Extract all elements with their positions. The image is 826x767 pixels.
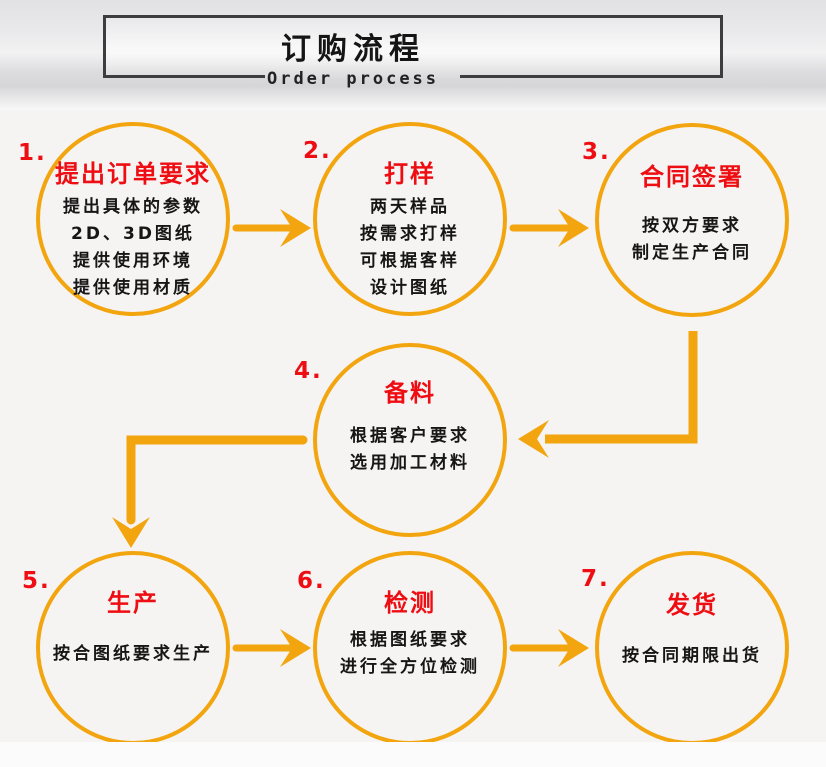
step-1-line: 提出具体的参数 bbox=[63, 197, 203, 217]
step-2-title: 打样 bbox=[384, 160, 436, 188]
arrow-step3-to-step4 bbox=[518, 331, 698, 458]
step-5-title: 生产 bbox=[107, 589, 159, 617]
step-6-circle: 检测 根据图纸要求 进行全方位检测 bbox=[313, 551, 507, 745]
step-3-number: 3. bbox=[582, 139, 611, 165]
step-1-line: 提供使用环境 bbox=[73, 251, 193, 271]
arrow-step5-to-step6 bbox=[232, 629, 311, 667]
step-6-number: 6. bbox=[297, 568, 326, 594]
step-6-title: 检测 bbox=[384, 589, 436, 617]
page-subtitle: Order process bbox=[266, 69, 440, 89]
title-box-border-left-segment bbox=[103, 75, 265, 78]
arrow-step2-to-step3 bbox=[509, 209, 589, 247]
step-2-line: 可根据客样 bbox=[360, 251, 460, 271]
arrow-step6-to-step7 bbox=[509, 629, 589, 667]
step-2-line: 按需求打样 bbox=[360, 224, 460, 244]
step-1-line: 提供使用材质 bbox=[73, 278, 193, 298]
step-3-circle: 合同签署 按双方要求 制定生产合同 bbox=[595, 123, 789, 317]
step-4-circle: 备料 根据客户要求 选用加工材料 bbox=[313, 343, 507, 537]
step-3-line: 按双方要求 bbox=[642, 216, 742, 236]
step-1-number: 1. bbox=[18, 140, 47, 166]
step-5-circle: 生产 按合图纸要求生产 bbox=[36, 551, 230, 745]
step-1-line: 2D、3D图纸 bbox=[71, 224, 195, 244]
step-7-number: 7. bbox=[581, 566, 610, 592]
title-box-border-right-segment bbox=[460, 75, 720, 78]
bottom-white-strip bbox=[0, 742, 826, 767]
step-4-number: 4. bbox=[294, 358, 323, 384]
step-2-line: 两天样品 bbox=[370, 197, 450, 217]
step-6-line: 根据图纸要求 bbox=[350, 630, 470, 650]
step-5-number: 5. bbox=[22, 568, 51, 594]
title-box bbox=[103, 15, 723, 78]
page-title: 订购流程 bbox=[281, 32, 425, 67]
step-4-line: 根据客户要求 bbox=[350, 426, 470, 446]
step-1-title: 提出订单要求 bbox=[55, 160, 211, 188]
step-3-title: 合同签署 bbox=[640, 163, 744, 191]
step-4-line: 选用加工材料 bbox=[350, 453, 470, 473]
arrow-step1-to-step2 bbox=[232, 209, 311, 247]
step-7-circle: 发货 按合同期限出货 bbox=[595, 551, 789, 745]
step-5-line: 按合图纸要求生产 bbox=[53, 644, 213, 664]
step-2-number: 2. bbox=[303, 138, 332, 164]
step-2-circle: 打样 两天样品 按需求打样 可根据客样 设计图纸 bbox=[313, 122, 507, 316]
step-7-title: 发货 bbox=[666, 591, 718, 619]
header-band: 订购流程 Order process bbox=[0, 0, 826, 110]
step-1-circle: 提出订单要求 提出具体的参数 2D、3D图纸 提供使用环境 提供使用材质 bbox=[36, 122, 230, 316]
arrow-step4-to-step5 bbox=[112, 435, 308, 548]
step-2-line: 设计图纸 bbox=[370, 278, 450, 298]
step-3-line: 制定生产合同 bbox=[632, 243, 752, 263]
step-7-line: 按合同期限出货 bbox=[622, 646, 762, 666]
step-4-title: 备料 bbox=[384, 379, 436, 407]
step-6-line: 进行全方位检测 bbox=[340, 657, 480, 677]
